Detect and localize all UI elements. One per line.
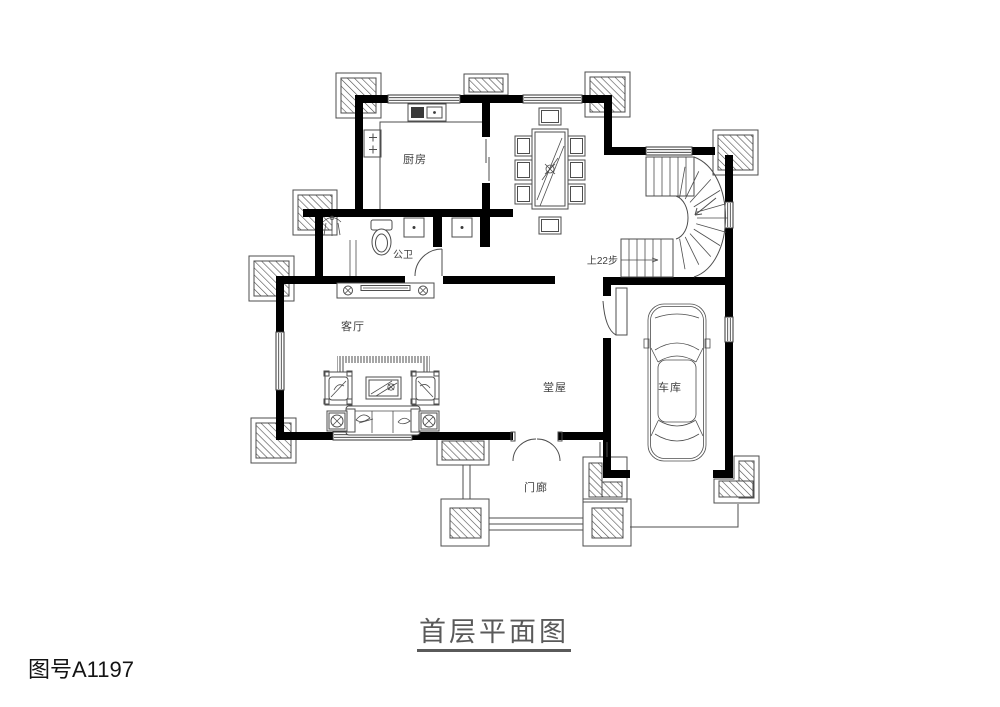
sofa-plant-decor (397, 417, 411, 425)
hall-label: 堂屋 (543, 381, 567, 394)
windows (275, 94, 734, 441)
kitchen-sliding-door (485, 139, 490, 181)
armchair (410, 370, 440, 406)
porch-label: 门廊 (524, 480, 548, 494)
bathroom-label: 公卫 (393, 250, 413, 261)
stair-fan-treads (679, 166, 728, 270)
stair-annotation: 上22步 (587, 255, 618, 267)
washbasin (451, 217, 473, 238)
dining-table (531, 128, 569, 210)
pilaster-porch-top (436, 435, 490, 466)
column-garage-se (713, 455, 760, 504)
drawing-number: 图号A1197 (28, 657, 134, 682)
porch-step (488, 523, 584, 531)
kitchen-counter (379, 121, 482, 209)
window-top-right (522, 94, 583, 104)
porch-step (488, 517, 584, 525)
toilet (370, 219, 393, 256)
sofa (345, 405, 421, 436)
shower-icon (322, 215, 342, 236)
car (643, 303, 711, 462)
labels: 厨房 公卫 客厅 堂屋 车库 门廊 上22步 首层平面图 图号A1197 (28, 153, 682, 682)
bathroom-door (414, 248, 443, 277)
living-room-label: 客厅 (341, 319, 365, 333)
title-underline (417, 649, 571, 652)
washbasin (403, 217, 425, 238)
car-mirror (643, 338, 650, 349)
car-mirror (704, 338, 711, 349)
kitchen-label: 厨房 (403, 153, 427, 166)
dining-set (514, 107, 586, 235)
garage-label: 车库 (658, 380, 682, 394)
kitchen-fixtures (363, 103, 482, 209)
two-burner-stove (363, 129, 382, 158)
window-stair-right (724, 201, 734, 229)
column-porch-left (440, 498, 490, 547)
living-furniture (323, 282, 440, 436)
sofa-plant-decor (355, 414, 371, 422)
window-garage-right (724, 316, 734, 343)
bathroom-fixtures (322, 215, 473, 276)
porch-structure (462, 442, 739, 531)
stair-leader-line (621, 257, 659, 263)
column-porch-right (582, 498, 632, 547)
drawing-title: 首层平面图 (419, 617, 569, 647)
spiral-staircase (620, 156, 728, 278)
window-living-left (275, 331, 285, 391)
column-stair-corner (712, 129, 759, 176)
doors (414, 139, 628, 462)
coffee-table (365, 376, 402, 400)
column-top-middle (463, 73, 509, 96)
window-stair-top (645, 146, 693, 156)
porch-double-door (510, 431, 563, 462)
garage-apron (630, 504, 739, 528)
stair-direction-arrow (694, 197, 717, 216)
garage-entry-door (602, 287, 628, 336)
tv-cabinet (336, 282, 435, 299)
side-table-fan (418, 410, 440, 432)
sink-stove-unit (407, 103, 447, 122)
side-table-fan (326, 410, 348, 432)
shower-partition (349, 240, 357, 276)
column-garage-sw (582, 456, 628, 503)
table-plant-decor (541, 157, 559, 181)
armchair (323, 370, 353, 406)
column-living-bottomleft (250, 417, 297, 464)
window-top-left (387, 94, 461, 104)
